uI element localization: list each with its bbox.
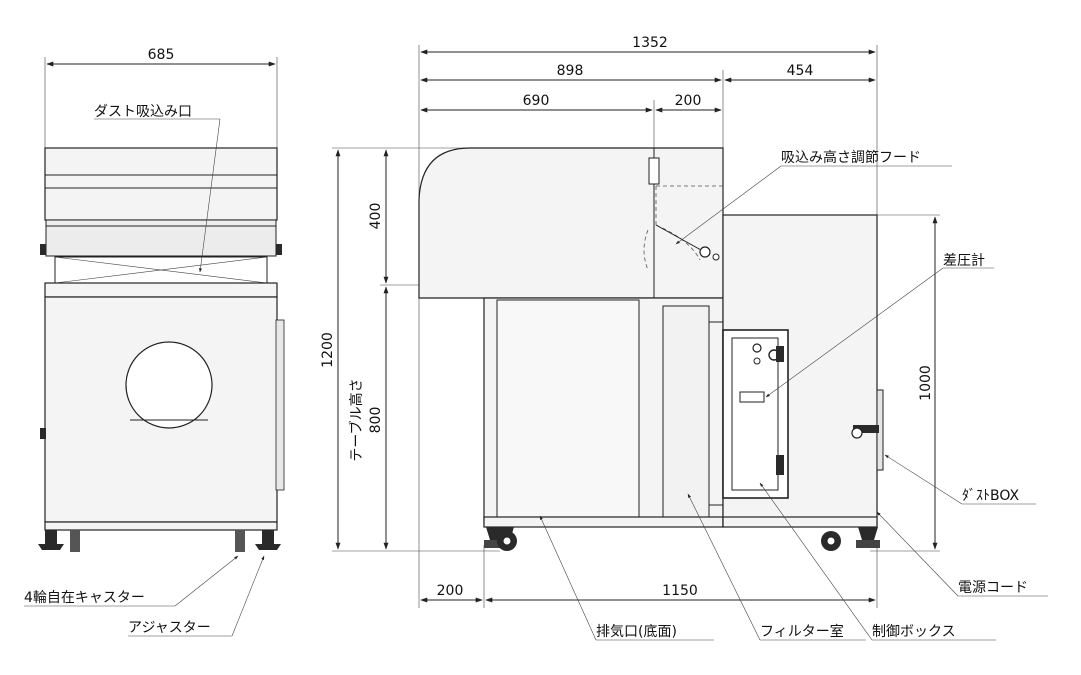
front-cabinet <box>40 296 285 531</box>
base-length-dimension: 1150 <box>662 583 698 599</box>
front-width-dimension: 685 <box>148 47 175 63</box>
side-view: 1352 898 454 690 200 1200 400 テーブル高さ 800… <box>320 35 1048 641</box>
side-cabinet <box>483 297 724 528</box>
box-height-dimension: 1000 <box>918 365 934 401</box>
caster-label: 4輪自在キャスター <box>24 589 145 606</box>
dust-box-label: ﾀﾞｽﾄBOX <box>962 488 1019 504</box>
table-height-label: テーブル高さ <box>348 378 365 461</box>
hood-height-dimension: 400 <box>368 203 384 230</box>
pressure-gauge-label: 差圧計 <box>943 253 985 269</box>
exhaust-port-label: 排気口(底面) <box>596 624 677 640</box>
adjuster-label: アジャスター <box>128 620 211 636</box>
hood-depth-dimension: 200 <box>675 93 702 109</box>
control-box-label: 制御ボックス <box>872 624 956 640</box>
total-width-dimension: 1352 <box>632 35 668 51</box>
total-height-dimension: 1200 <box>320 332 336 368</box>
hood-width-dimension: 898 <box>557 63 584 79</box>
side-casters <box>484 527 880 551</box>
front-hood <box>40 147 282 257</box>
side-hood <box>418 147 724 299</box>
table-height-dimension: 800 <box>368 407 384 434</box>
hood-adjust-label: 吸込み高さ調節フード <box>781 149 921 166</box>
overhang-dimension: 200 <box>437 583 464 599</box>
front-casters <box>38 530 281 552</box>
table-width-dimension: 690 <box>523 93 550 109</box>
dust-intake-label: ダスト吸込み口 <box>94 104 192 120</box>
power-cord-label: 電源コード <box>958 580 1028 596</box>
box-width-dimension: 454 <box>787 63 814 79</box>
front-view: 685 <box>24 47 285 637</box>
dust-intake-opening <box>44 256 278 298</box>
control-box <box>722 214 878 528</box>
dust-box-handle <box>851 389 884 471</box>
filter-room-label: フィルター室 <box>760 623 844 640</box>
